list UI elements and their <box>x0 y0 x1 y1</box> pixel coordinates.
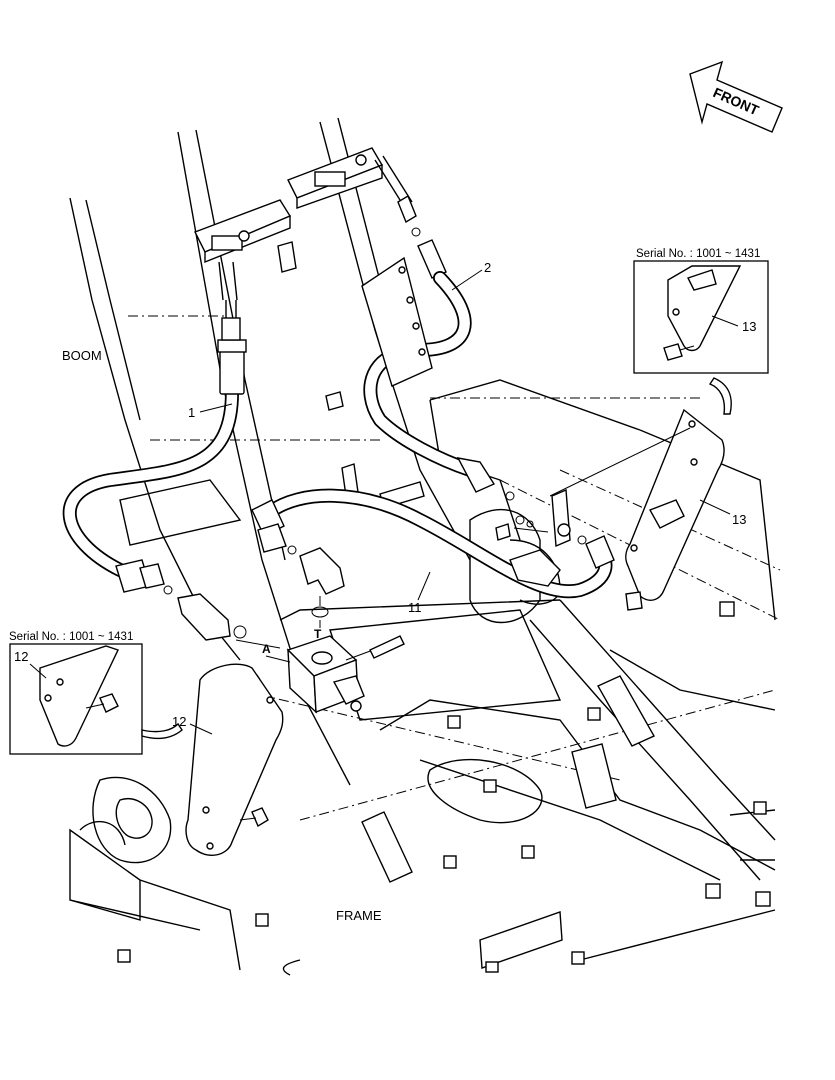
frame-structure <box>69 379 781 976</box>
valve-block: A T <box>262 627 405 714</box>
inset-left-caption: Serial No. : 1001 ~ 1431 <box>9 631 133 643</box>
front-direction-arrow: FRONT <box>689 60 783 133</box>
inset-right-caption: Serial No. : 1001 ~ 1431 <box>636 248 760 260</box>
hose-11 <box>251 488 615 628</box>
boom-label: BOOM <box>62 348 102 363</box>
port-t-label: T <box>314 627 322 641</box>
port-a-label: A <box>262 642 271 656</box>
callout-1: 1 <box>188 405 195 420</box>
inset-right: Serial No. : 1001 ~ 1431 13 <box>633 248 769 374</box>
cover-plate-12 <box>185 663 284 856</box>
inset-left-part: 12 <box>14 649 28 664</box>
inset-right-part: 13 <box>742 319 756 334</box>
inset-right-arrow <box>708 377 732 415</box>
callout-2: 2 <box>484 260 491 275</box>
frame-label: FRAME <box>336 908 382 923</box>
cover-plate-13 <box>625 408 725 611</box>
callout-13: 13 <box>732 512 746 527</box>
inset-left: Serial No. : 1001 ~ 1431 12 <box>9 631 143 755</box>
hose-1 <box>62 261 281 649</box>
callout-11: 11 <box>408 600 422 615</box>
hose-2 <box>361 155 515 501</box>
inset-left-arrow <box>141 722 183 740</box>
